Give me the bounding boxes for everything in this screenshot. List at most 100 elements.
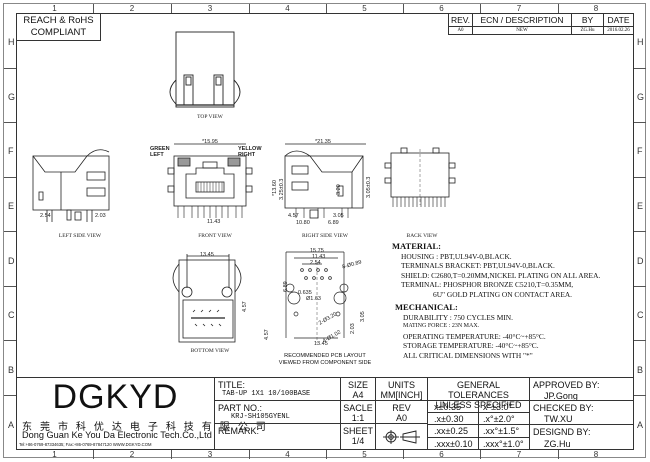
zone-divider	[634, 395, 646, 396]
zone-row-D: D	[637, 256, 644, 266]
drawing-inner-border	[16, 13, 634, 450]
mechanical-line: STORAGE TEMPERATURE: -40°C~+85°C.	[403, 341, 539, 351]
scale-value: 1:1	[351, 413, 365, 423]
zone-row-H: H	[8, 37, 15, 47]
tol-linear-3: .xxx±0.10	[427, 437, 479, 450]
led-yellow-right-label: YELLOW RIGHT	[238, 146, 262, 158]
right-side-view-label: RIGHT SIDE VIEW	[302, 233, 348, 239]
left-side-view-label: LEFT SIDE VIEW	[58, 233, 102, 239]
scale-cell: SACLE 1:1	[340, 400, 376, 424]
zone-row-G: G	[8, 92, 16, 102]
top-view-drawing	[169, 31, 241, 108]
third-angle-projection-icon	[383, 430, 420, 444]
dim-13.45: 13.45	[200, 252, 214, 258]
mechanical-line: MATING FORCE : 23N MAX.	[403, 323, 480, 330]
top-view-label: TOP VIEW	[197, 114, 223, 120]
drawing-outer-border	[3, 3, 646, 458]
by-header: BY	[571, 13, 604, 27]
zone-divider	[634, 177, 646, 178]
tol-angular-2: .xx°±1.5°	[478, 424, 530, 438]
zone-divider	[93, 450, 94, 459]
zone-col-4: 4	[285, 4, 290, 13]
zone-col-5: 5	[362, 4, 367, 13]
front-view-drawing	[167, 143, 253, 218]
material-line: TERMINALS BRACKET: PBT,UL94V-0,BLACK.	[401, 261, 555, 271]
tolerances-header-cell: GENERAL TOLERANCES UNLESS SPECIFIED	[427, 377, 530, 410]
sheet-value: 1/4	[351, 436, 365, 446]
title-cell: TITLE: TAB-UP 1X1 10/100BASE	[214, 377, 341, 401]
zone-divider	[4, 68, 16, 69]
checked-by-value: TW.XU	[544, 414, 573, 424]
zone-divider	[171, 450, 172, 459]
zone-col-8: 8	[593, 4, 599, 13]
approved-by-cell: APPROVED BY: JP.Gong	[529, 377, 634, 401]
approved-by-label: APPROVED BY:	[533, 380, 600, 390]
zone-row-B: B	[8, 365, 15, 375]
projection-cell	[375, 423, 428, 450]
size-value: A4	[352, 390, 364, 400]
zone-divider	[558, 450, 559, 459]
compliance-line2: COMPLIANT	[30, 27, 87, 38]
pcb-dim-11.43: 11.43	[312, 254, 326, 260]
zone-divider	[249, 450, 250, 459]
zone-row-A: A	[637, 420, 644, 430]
pcb-dim-15.75: 15.75	[310, 248, 324, 254]
zone-col-8: 8	[593, 450, 599, 459]
dim-2.54: 2.54	[40, 213, 51, 219]
zone-col-1: 1	[52, 4, 57, 13]
zone-col-5: 5	[362, 450, 367, 459]
scale-label: SACLE	[343, 403, 373, 413]
zone-divider	[4, 286, 16, 287]
dim-6.89: 6.89	[328, 220, 339, 226]
zone-row-E: E	[8, 201, 15, 211]
zone-col-3: 3	[207, 450, 213, 459]
sheet-label: SHEET	[342, 426, 373, 436]
designed-by-cell: DESIGND BY: ZG.Hu	[529, 424, 634, 450]
sheet-cell: SHEET 1/4	[340, 423, 376, 450]
remark-cell: REMARK:	[214, 423, 341, 450]
zone-divider	[4, 340, 16, 341]
company-contact: Tel:+86-0769-87334635; Fax:+86-0769-8784…	[19, 442, 152, 447]
ecn-value: NEW	[472, 26, 572, 35]
zone-col-6: 6	[439, 450, 444, 459]
zone-row-G: G	[637, 92, 645, 102]
company-name-cn: 东 莞 市 科 优 达 电 子 科 技 有 限 公 司	[22, 422, 269, 433]
zone-divider	[480, 4, 481, 13]
pcb-layout-drawing	[285, 251, 349, 343]
part-no-label: PART NO.:	[218, 403, 263, 413]
zone-row-B: B	[637, 365, 644, 375]
zone-col-2: 2	[129, 450, 135, 459]
zone-divider	[634, 122, 646, 123]
right-side-view-drawing	[284, 143, 366, 219]
zone-divider	[4, 177, 16, 178]
pcb-dim-2.03: 2.03	[350, 323, 356, 334]
company-name-en: Dong Guan Ke You Da Electronic Tech.Co.,…	[22, 430, 212, 440]
tolerances-heading1: GENERAL TOLERANCES	[448, 380, 509, 400]
back-view-label: BACK VIEW	[406, 233, 438, 239]
mechanical-heading: MECHANICAL:	[395, 302, 458, 312]
revision-table: REV. ECN / DESCRIPTION BY DATE A0 NEW ZG…	[448, 13, 634, 36]
mechanical-line: ALL CRITICAL DIMENSIONS WITH "*"	[403, 350, 533, 360]
designed-by-label: DESIGND BY:	[533, 427, 591, 437]
zone-divider	[326, 450, 327, 459]
led-green-left-label: GREEN LEFT	[150, 146, 170, 158]
rev-value: A0	[395, 413, 407, 423]
checked-by-label: CHECKED BY:	[533, 403, 594, 413]
approved-by-value: JP.Gong	[544, 391, 578, 401]
dim-4.57: 4.57	[288, 213, 299, 219]
part-no-value: KRJ-SH105GYENL	[231, 413, 290, 421]
left-side-view-drawing	[32, 149, 110, 222]
title-value: TAB-UP 1X1 10/100BASE	[222, 390, 311, 398]
material-spec: MATERIAL: HOUSING : PBT,UL94V-0,BLACK. T…	[392, 241, 600, 300]
zone-divider	[4, 122, 16, 123]
front-view-label: FRONT VIEW	[198, 233, 232, 239]
zone-row-D: D	[8, 256, 15, 266]
material-line: TERMINAL: PHOSPHOR BRONZE C5210,T=0.35MM…	[401, 280, 574, 290]
material-line: HOUSING : PBT,UL94V-0,BLACK.	[401, 251, 512, 261]
zone-col-1: 1	[52, 450, 57, 459]
date-value: 2016.02.26	[603, 26, 634, 35]
zone-col-4: 4	[285, 450, 290, 459]
rev-header: REV.	[448, 13, 473, 27]
dim-21.35: *21.35	[315, 139, 331, 145]
pcb-dim-6.89: 6.89	[283, 281, 289, 292]
